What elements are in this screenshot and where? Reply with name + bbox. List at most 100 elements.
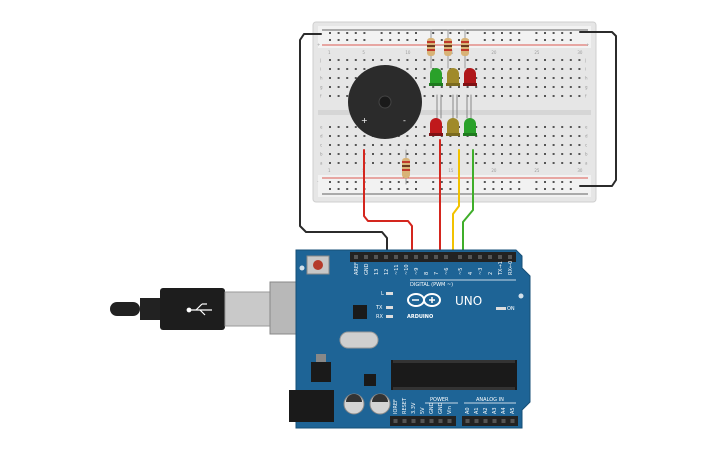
terminal-hole[interactable]	[440, 144, 443, 146]
terminal-hole[interactable]	[329, 68, 331, 70]
rail-hole[interactable]	[440, 32, 443, 34]
rail-hole[interactable]	[337, 32, 340, 34]
rail-hole[interactable]	[397, 39, 400, 41]
digital-pin-socket[interactable]	[424, 255, 428, 259]
terminal-hole[interactable]	[449, 59, 452, 61]
terminal-hole[interactable]	[372, 162, 374, 164]
rail-hole[interactable]	[569, 32, 572, 34]
rail-hole[interactable]	[389, 32, 392, 34]
rail-hole[interactable]	[397, 188, 400, 190]
analog-pin-socket[interactable]	[474, 419, 479, 423]
rail-hole[interactable]	[544, 32, 546, 34]
rail-hole[interactable]	[389, 39, 392, 41]
analog-pin-socket[interactable]	[492, 419, 497, 423]
terminal-hole[interactable]	[526, 153, 529, 155]
rail-hole[interactable]	[466, 32, 469, 34]
resistor-top-2[interactable]	[444, 38, 452, 56]
analog-header[interactable]	[462, 416, 518, 426]
terminal-hole[interactable]	[561, 95, 564, 97]
rail-hole[interactable]	[509, 39, 512, 41]
terminal-hole[interactable]	[492, 95, 495, 97]
terminal-hole[interactable]	[578, 153, 581, 155]
terminal-hole[interactable]	[458, 59, 460, 61]
rail-hole[interactable]	[509, 32, 512, 34]
terminal-hole[interactable]	[346, 77, 349, 79]
terminal-hole[interactable]	[466, 162, 469, 164]
digital-pin-socket[interactable]	[434, 255, 438, 259]
terminal-hole[interactable]	[329, 153, 331, 155]
led-top-yellow[interactable]	[446, 68, 460, 86]
terminal-hole[interactable]	[552, 86, 555, 88]
led-bottom-yellow[interactable]	[446, 118, 460, 136]
terminal-hole[interactable]	[423, 144, 426, 146]
rail-hole[interactable]	[518, 39, 521, 41]
rail-hole[interactable]	[561, 188, 564, 190]
terminal-hole[interactable]	[544, 135, 546, 137]
terminal-hole[interactable]	[501, 59, 503, 61]
terminal-hole[interactable]	[552, 59, 555, 61]
rail-hole[interactable]	[380, 39, 383, 41]
terminal-hole[interactable]	[526, 144, 529, 146]
terminal-hole[interactable]	[415, 77, 417, 79]
digital-pin-socket[interactable]	[444, 255, 448, 259]
rail-hole[interactable]	[406, 39, 409, 41]
terminal-hole[interactable]	[423, 59, 426, 61]
terminal-hole[interactable]	[406, 59, 409, 61]
terminal-hole[interactable]	[483, 135, 486, 137]
digital-pin-socket[interactable]	[508, 255, 512, 259]
terminal-hole[interactable]	[518, 95, 521, 97]
rail-hole[interactable]	[432, 181, 435, 183]
terminal-hole[interactable]	[372, 153, 374, 155]
rail-hole[interactable]	[346, 181, 349, 183]
terminal-hole[interactable]	[535, 153, 538, 155]
terminal-hole[interactable]	[432, 59, 435, 61]
rail-hole[interactable]	[406, 32, 409, 34]
terminal-hole[interactable]	[483, 95, 486, 97]
terminal-hole[interactable]	[458, 144, 460, 146]
terminal-hole[interactable]	[354, 153, 357, 155]
rail-hole[interactable]	[415, 39, 417, 41]
terminal-hole[interactable]	[518, 135, 521, 137]
terminal-hole[interactable]	[380, 162, 383, 164]
rail-hole[interactable]	[509, 181, 512, 183]
terminal-hole[interactable]	[346, 126, 349, 128]
terminal-hole[interactable]	[363, 59, 366, 61]
terminal-hole[interactable]	[578, 77, 581, 79]
terminal-hole[interactable]	[449, 95, 452, 97]
terminal-hole[interactable]	[578, 144, 581, 146]
terminal-hole[interactable]	[518, 59, 521, 61]
rail-hole[interactable]	[440, 188, 443, 190]
terminal-hole[interactable]	[397, 153, 400, 155]
terminal-hole[interactable]	[337, 162, 340, 164]
terminal-hole[interactable]	[492, 162, 495, 164]
terminal-hole[interactable]	[432, 144, 435, 146]
rail-hole[interactable]	[449, 188, 452, 190]
terminal-hole[interactable]	[475, 59, 478, 61]
terminal-hole[interactable]	[380, 144, 383, 146]
terminal-hole[interactable]	[561, 126, 564, 128]
terminal-hole[interactable]	[423, 77, 426, 79]
rail-hole[interactable]	[354, 181, 357, 183]
terminal-hole[interactable]	[346, 95, 349, 97]
digital-pin-socket[interactable]	[374, 255, 378, 259]
terminal-hole[interactable]	[440, 68, 443, 70]
terminal-hole[interactable]	[569, 86, 572, 88]
terminal-hole[interactable]	[526, 86, 529, 88]
rail-hole[interactable]	[492, 39, 495, 41]
terminal-hole[interactable]	[483, 68, 486, 70]
terminal-hole[interactable]	[397, 144, 400, 146]
terminal-hole[interactable]	[440, 162, 443, 164]
terminal-hole[interactable]	[569, 59, 572, 61]
terminal-hole[interactable]	[475, 126, 478, 128]
terminal-hole[interactable]	[466, 95, 469, 97]
terminal-hole[interactable]	[501, 162, 503, 164]
resistor-bottom[interactable]	[402, 158, 410, 178]
terminal-hole[interactable]	[501, 77, 503, 79]
rail-hole[interactable]	[363, 39, 366, 41]
rail-hole[interactable]	[501, 188, 503, 190]
led-bottom-red[interactable]	[429, 118, 443, 136]
rail-hole[interactable]	[483, 188, 486, 190]
rail-hole[interactable]	[483, 32, 486, 34]
terminal-hole[interactable]	[492, 86, 495, 88]
digital-header[interactable]	[350, 252, 516, 262]
